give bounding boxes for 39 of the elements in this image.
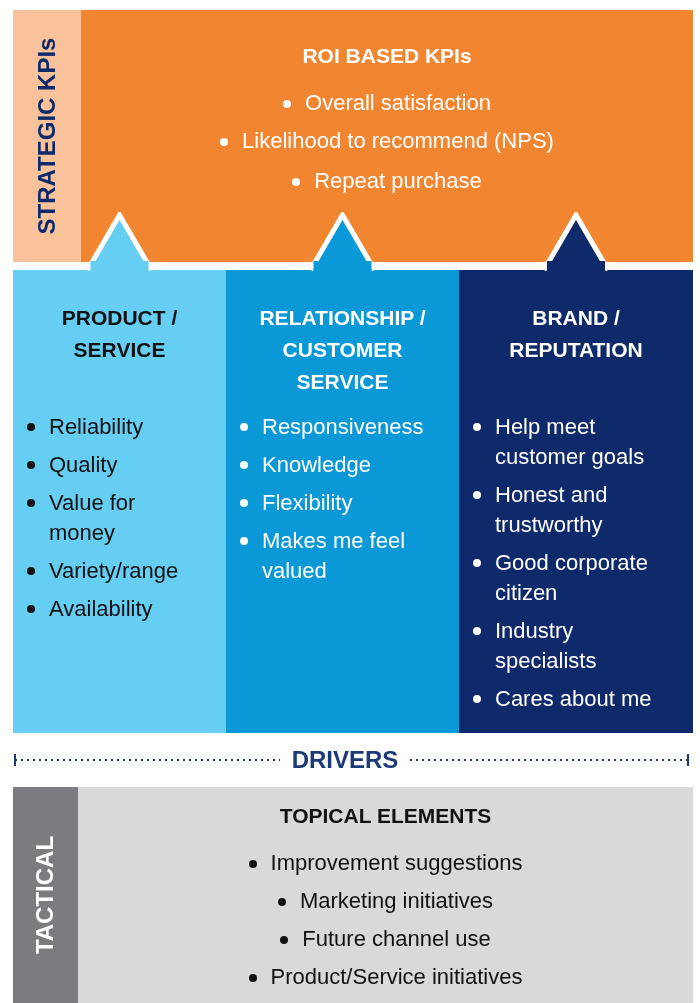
bullet-text: Responsiveness — [262, 414, 424, 439]
driver-column — [459, 270, 693, 733]
section-label: STRATEGIC KPIs — [33, 37, 61, 235]
arrow — [308, 212, 377, 273]
section-label: DRIVERS — [290, 745, 400, 775]
kpi-panel — [78, 787, 693, 1003]
bullet-text: Flexibility — [262, 490, 353, 515]
heading: PRODUCT / SERVICE — [60, 305, 179, 363]
side-band — [13, 787, 78, 1003]
bullet-text: Improvement suggestions — [270, 850, 523, 875]
bullet-text: Knowledge — [262, 452, 371, 477]
bullet-text: Future channel use — [302, 926, 491, 951]
kpi-panel — [81, 10, 693, 262]
bullet-text: Variety/range — [49, 558, 179, 583]
bullet-text: Value for money — [49, 490, 136, 545]
bullet-text: Likelihood to recommend (NPS) — [242, 128, 554, 153]
section-label: TACTICAL — [31, 835, 60, 955]
arrow — [541, 212, 611, 273]
bullet-text: Reliability — [49, 414, 144, 439]
arrow — [85, 212, 154, 273]
driver-column — [13, 270, 226, 733]
bullet-text: Repeat purchase — [314, 168, 482, 193]
heading: BRAND / REPUTATION — [508, 305, 644, 363]
bullet-text: Quality — [49, 452, 118, 477]
bullet-text: Good corporate citizen — [495, 550, 648, 605]
bullet-text: Marketing initiatives — [299, 888, 494, 913]
side-band — [13, 10, 81, 262]
bullet-text: Makes me feel valued — [262, 528, 406, 583]
heading: ROI BASED KPIs — [301, 43, 473, 69]
bullet-text: Availability — [49, 596, 153, 621]
bullet-text: Honest and trustworthy — [495, 482, 608, 537]
heading: TOPICAL ELEMENTS — [278, 803, 493, 829]
bullet-text: Industry specialists — [495, 618, 597, 673]
heading: RELATIONSHIP / CUSTOMER SERVICE — [258, 305, 427, 395]
bullet-text: Product/Service initiatives — [270, 964, 523, 989]
bullet-text: Cares about me — [495, 686, 652, 711]
driver-column — [226, 270, 459, 733]
bullet-text: Help meet customer goals — [495, 414, 645, 469]
bullet-text: Overall satisfaction — [305, 90, 491, 115]
